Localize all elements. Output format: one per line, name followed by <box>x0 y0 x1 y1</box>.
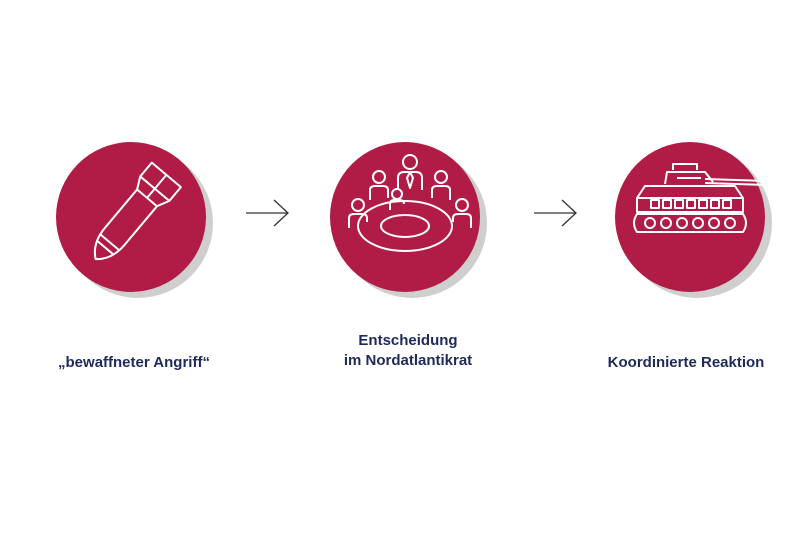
step-1-disc <box>56 142 216 302</box>
step-1-label: „bewaffneter Angriff“ <box>58 354 210 371</box>
disc <box>56 142 206 292</box>
step-2-label: Entscheidung im Nordatlantikrat <box>298 331 518 371</box>
arrow-right-icon <box>246 199 289 227</box>
arrow-right-icon <box>534 199 577 227</box>
step-2-label-line2: im Nordatlantikrat <box>343 352 473 369</box>
disc <box>615 142 800 292</box>
step-3-disc <box>615 142 800 302</box>
step-3-label: Koordinierte Reaktion <box>607 354 765 371</box>
step-2-disc <box>330 142 490 302</box>
tank-icon <box>633 163 800 233</box>
step-2-label-line1: Entscheidung <box>358 332 458 349</box>
disc <box>330 142 480 292</box>
council-table-icon <box>348 154 472 252</box>
bomb-icon <box>93 161 182 261</box>
